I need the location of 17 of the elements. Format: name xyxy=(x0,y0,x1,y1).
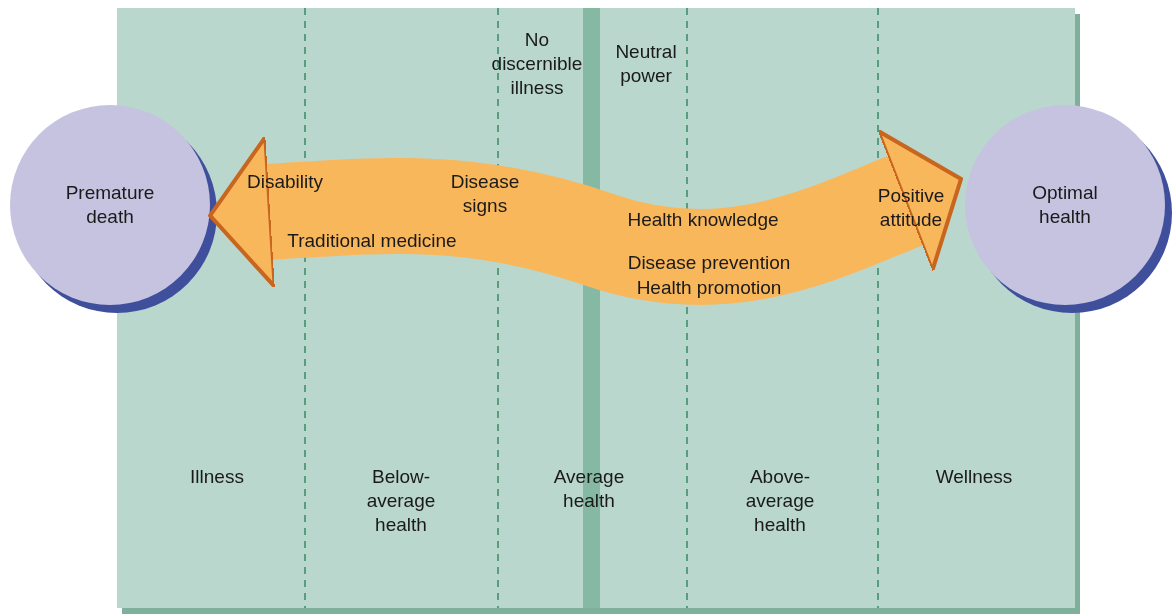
arrow-label: Disease prevention xyxy=(626,251,792,275)
arrow-label: Health promotion xyxy=(635,276,783,300)
note-label: Neutral power xyxy=(614,40,678,88)
node-text: Premature death xyxy=(64,181,156,229)
zone-label: Average health xyxy=(552,465,626,513)
note-label: No discernible illness xyxy=(490,28,584,100)
arrow-label: Health knowledge xyxy=(626,208,780,232)
arrow-label: Positive attitude xyxy=(876,184,946,232)
zone-label: Illness xyxy=(189,465,245,489)
zone-label: Wellness xyxy=(934,465,1014,489)
node-text: Optimal health xyxy=(1031,181,1099,229)
arrow-label: Traditional medicine xyxy=(286,229,458,253)
zone-label: Below-average health xyxy=(365,465,437,537)
zone-label: Above-average health xyxy=(744,465,816,537)
double-arrow xyxy=(208,129,963,305)
arrow-label: Disability xyxy=(246,170,324,194)
arrow-label: Disease signs xyxy=(449,170,521,218)
